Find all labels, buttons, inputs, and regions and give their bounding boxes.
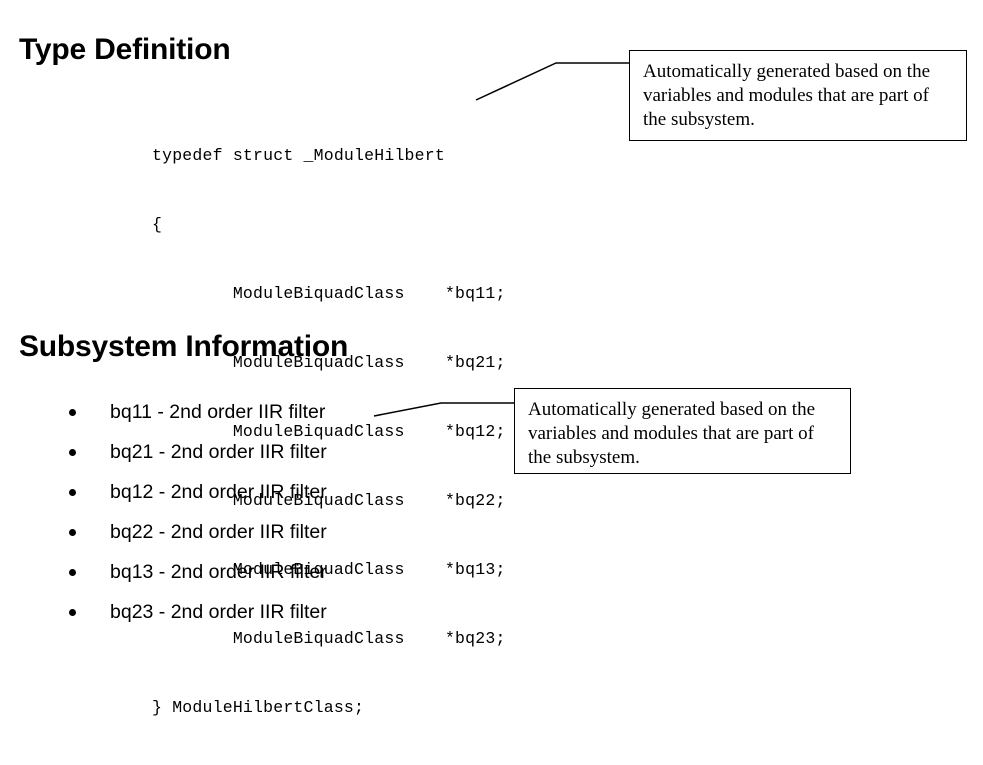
list-item: bq23 - 2nd order IIR filter xyxy=(62,592,327,632)
list-item-label: bq23 - 2nd order IIR filter xyxy=(110,601,327,623)
code-line: typedef struct _ModuleHilbert xyxy=(152,146,445,165)
page-title-subsystem-information: Subsystem Information xyxy=(19,330,349,363)
list-item: bq22 - 2nd order IIR filter xyxy=(62,512,327,552)
code-line: } ModuleHilbertClass; xyxy=(152,698,365,717)
list-item-label: bq12 - 2nd order IIR filter xyxy=(110,481,327,503)
code-line: ModuleBiquadClass *bq23; xyxy=(152,629,506,648)
list-item: bq13 - 2nd order IIR filter xyxy=(62,552,327,592)
code-line: { xyxy=(152,215,163,234)
page-title-type-definition: Type Definition xyxy=(19,33,231,66)
slide-canvas: Type Definition typedef struct _ModuleHi… xyxy=(19,33,967,717)
bullet-point-icon xyxy=(69,568,76,576)
list-item: bq12 - 2nd order IIR filter xyxy=(62,472,327,512)
subsystem-information-list: bq11 - 2nd order IIR filter bq21 - 2nd o… xyxy=(62,392,327,632)
code-line: ModuleBiquadClass *bq12; xyxy=(152,422,506,441)
code-line: ModuleBiquadClass *bq11; xyxy=(152,284,506,303)
list-item-label: bq22 - 2nd order IIR filter xyxy=(110,521,327,543)
callout-box-subsystem-information: Automatically generated based on the var… xyxy=(514,388,851,474)
callout-box-type-definition: Automatically generated based on the var… xyxy=(629,50,967,141)
leader-line-type-definition xyxy=(475,62,629,101)
list-item-label: bq13 - 2nd order IIR filter xyxy=(110,561,327,583)
code-line: ModuleBiquadClass *bq21; xyxy=(152,353,506,372)
bullet-point-icon xyxy=(69,488,76,496)
code-line: ModuleBiquadClass *bq13; xyxy=(152,560,506,579)
bullet-point-icon xyxy=(69,528,76,536)
list-item: bq11 - 2nd order IIR filter xyxy=(62,392,327,432)
bullet-point-icon xyxy=(69,608,76,616)
list-item: bq21 - 2nd order IIR filter xyxy=(62,432,327,472)
list-item-label: bq21 - 2nd order IIR filter xyxy=(110,441,327,463)
code-line: ModuleBiquadClass *bq22; xyxy=(152,491,506,510)
bullet-point-icon xyxy=(69,448,76,456)
bullet-point-icon xyxy=(69,408,76,416)
list-item-label: bq11 - 2nd order IIR filter xyxy=(110,401,326,423)
